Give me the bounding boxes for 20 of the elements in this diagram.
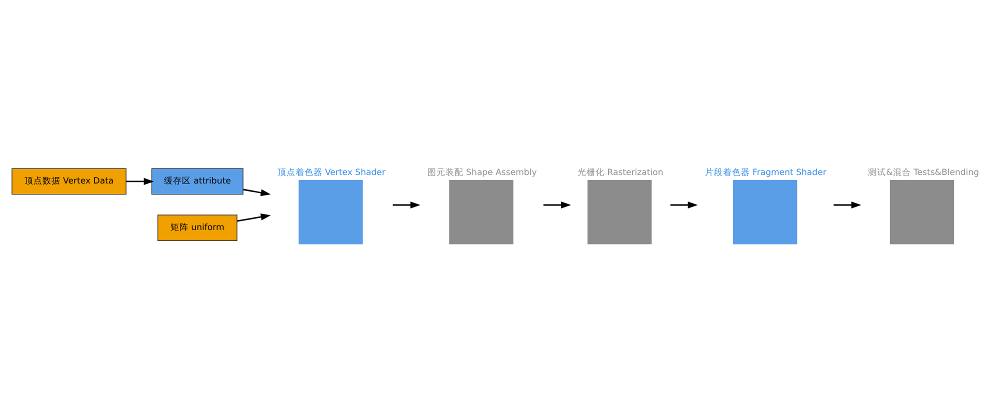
arrow: [392, 202, 420, 208]
node-box: [298, 180, 362, 244]
node-box: [732, 180, 797, 244]
arrow: [236, 214, 270, 222]
node-box: 矩阵 uniform: [156, 214, 237, 242]
arrow: [542, 202, 571, 208]
node-label: 光栅化 Rasterization: [577, 168, 663, 178]
node-box: [587, 180, 652, 244]
node-box: [448, 180, 513, 244]
arrow: [833, 202, 861, 208]
node-box: [889, 180, 954, 244]
node-box: 缓存区 attribute: [150, 168, 243, 195]
arrow: [126, 178, 154, 185]
node-label: 图元装配 Shape Assembly: [426, 168, 536, 178]
node-box: 顶点数据 Vertex Data: [11, 168, 126, 195]
node-label: 测试&混合 Tests&Blending: [868, 168, 979, 178]
arrow: [670, 202, 698, 208]
node-label: 片段着色器 Fragment Shader: [704, 168, 826, 178]
node-label: 顶点着色器 Vertex Shader: [276, 168, 385, 178]
arrow: [242, 188, 270, 196]
